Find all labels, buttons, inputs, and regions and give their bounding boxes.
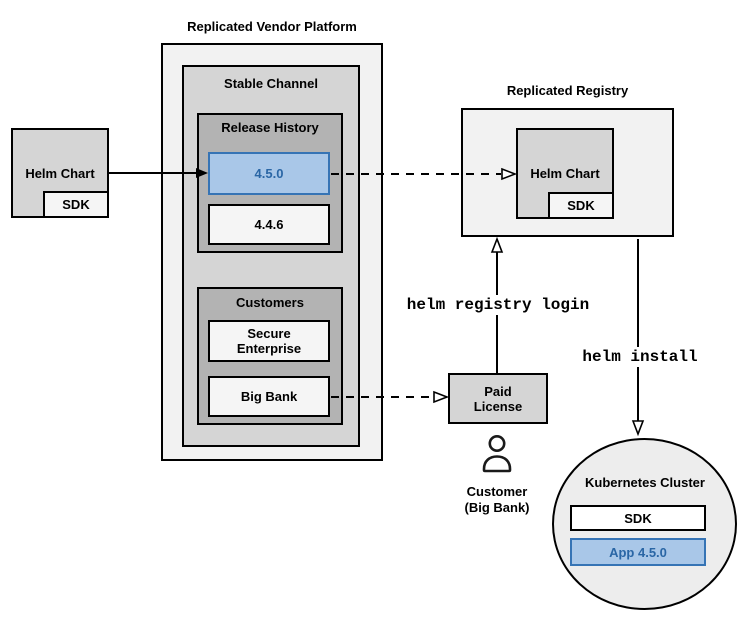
release-4-5-0-label: 4.5.0	[254, 166, 284, 181]
stable-channel-title: Stable Channel	[224, 76, 318, 91]
registry-sdk-box: SDK	[548, 192, 614, 219]
release-4-4-6: 4.4.6	[208, 204, 330, 245]
paid-license-box: Paid License	[448, 373, 548, 424]
customer-caption-line1: Customer	[466, 484, 528, 499]
release-4-4-6-label: 4.4.6	[254, 217, 284, 232]
customer-secure-enterprise: Secure Enterprise	[208, 320, 330, 362]
source-helm-chart-label: Helm Chart	[25, 165, 95, 181]
paid-license-label: Paid License	[473, 383, 523, 414]
helm-registry-login-command: helm registry login	[400, 295, 596, 315]
source-sdk-box: SDK	[43, 191, 109, 218]
kubernetes-cluster-title: Kubernetes Cluster	[585, 475, 705, 490]
registry-helm-chart-label: Helm Chart	[530, 166, 600, 181]
registry-title: Replicated Registry	[506, 83, 629, 98]
helm-install-command: helm install	[577, 347, 703, 367]
arrow-registry-to-cluster	[631, 239, 645, 437]
source-sdk-label: SDK	[62, 197, 90, 212]
customer-caption: Customer (Big Bank)	[444, 484, 550, 516]
vendor-platform-title: Replicated Vendor Platform	[187, 19, 357, 34]
kubernetes-sdk-box: SDK	[570, 505, 706, 531]
registry-sdk-label: SDK	[567, 198, 595, 213]
release-history-title: Release History	[221, 120, 319, 135]
customer-person-icon	[482, 434, 512, 473]
customer-secure-enterprise-label: Secure Enterprise	[236, 326, 302, 356]
customers-title: Customers	[236, 295, 304, 310]
kubernetes-sdk-label: SDK	[624, 510, 652, 526]
customer-caption-line2: (Big Bank)	[464, 500, 530, 515]
kubernetes-app-label: App 4.5.0	[609, 544, 667, 560]
customer-big-bank-label: Big Bank	[240, 389, 298, 404]
kubernetes-app-box: App 4.5.0	[570, 538, 706, 566]
customer-big-bank: Big Bank	[208, 376, 330, 417]
release-4-5-0: 4.5.0	[208, 152, 330, 195]
